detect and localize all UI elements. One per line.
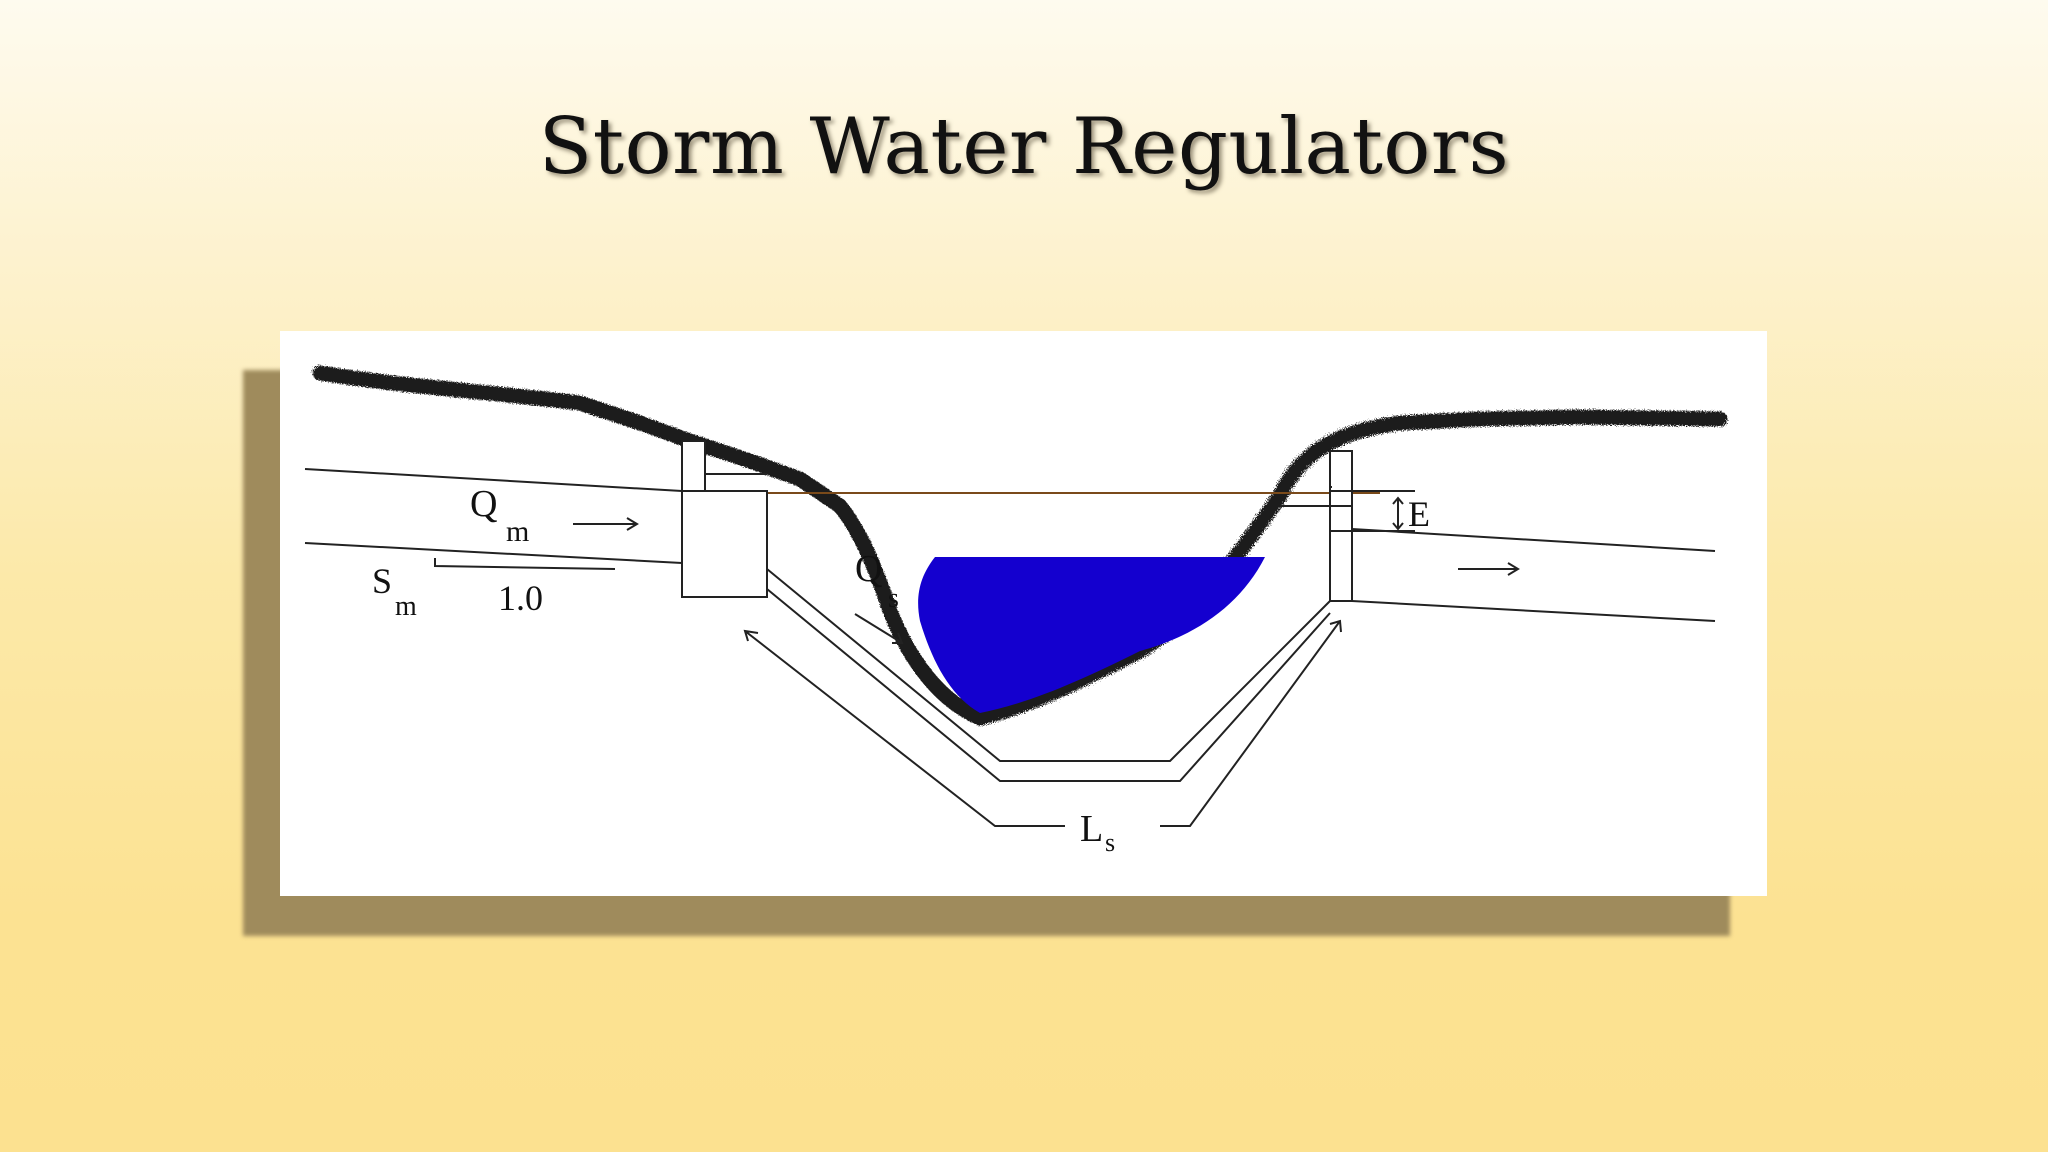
- slide-title: Storm Water Regulators: [538, 102, 1510, 192]
- outlet-flow-arrow: [1458, 562, 1520, 576]
- siphon-pipes: [766, 568, 1331, 782]
- label-main-slope-sub: m: [395, 591, 417, 622]
- energy-loss-indicator: [1392, 496, 1404, 531]
- ground-surface: [312, 365, 1728, 726]
- label-energy-loss: E: [1408, 494, 1430, 534]
- siphon-flow-arrow: [854, 613, 904, 644]
- siphon-length-dimension: [743, 619, 1342, 827]
- outlet-chamber: [1329, 450, 1353, 602]
- label-siphon-flow-sub: s: [888, 583, 899, 614]
- siphon-diagram: Q m S m 1.0 Q s L s E: [304, 365, 1728, 857]
- siphon-diagram-panel: Q m S m 1.0 Q s L s E: [280, 331, 1767, 896]
- main-sewer-left: [304, 468, 683, 570]
- inlet-chamber: [681, 440, 768, 598]
- label-siphon-flow: Q: [855, 548, 882, 590]
- label-slope-ratio: 1.0: [498, 578, 543, 618]
- label-main-flow: Q: [470, 483, 497, 525]
- label-siphon-length-sub: s: [1105, 828, 1115, 857]
- label-siphon-length: L: [1080, 808, 1103, 850]
- water-body: [918, 557, 1265, 713]
- main-flow-arrow: [573, 517, 639, 531]
- label-main-flow-sub: m: [506, 515, 529, 548]
- label-main-slope: S: [372, 561, 392, 601]
- main-sewer-right: [1280, 490, 1716, 622]
